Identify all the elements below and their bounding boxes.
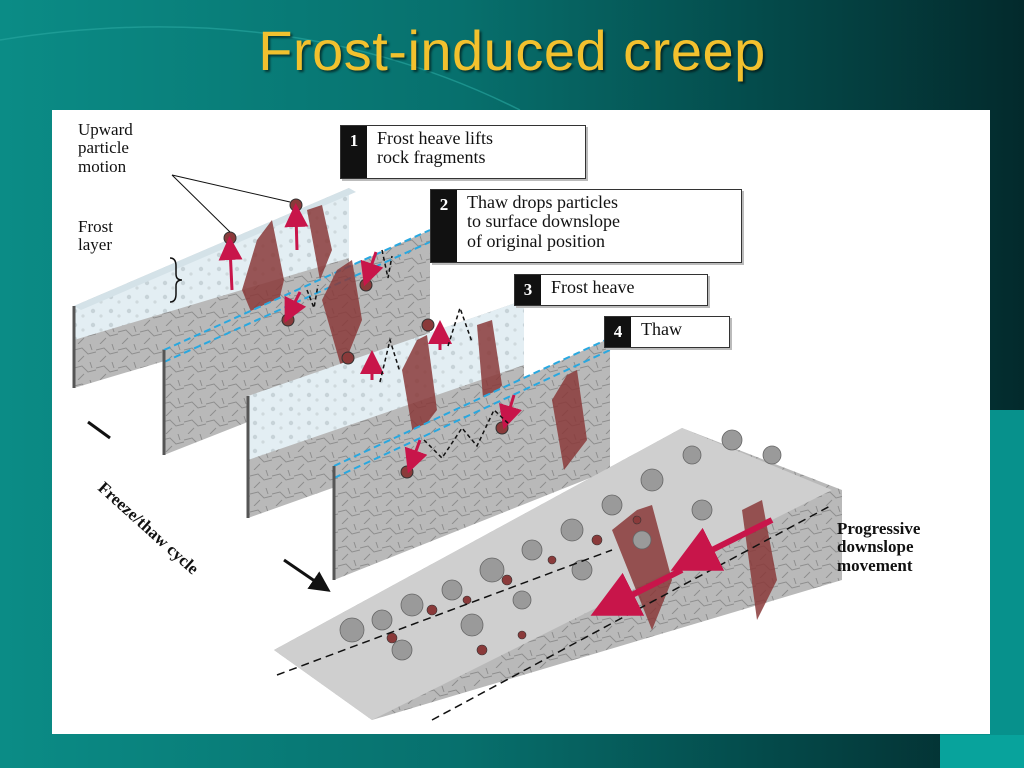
frost-layer-brace — [169, 257, 183, 303]
step-3-text: Frost heave — [551, 277, 635, 297]
step-2-number: 2 — [431, 190, 457, 262]
step-2-text: Thaw drops particles to surface downslop… — [467, 192, 620, 251]
cycle-arrow-head — [283, 558, 331, 592]
progressive-downslope-label: Progressive downslope movement — [837, 519, 921, 575]
frost-creep-diagram: Upward particle motion Frost layer Progr… — [52, 110, 990, 734]
decorative-band-lower — [940, 735, 1024, 768]
step-2-box: 2 Thaw drops particles to surface downsl… — [430, 189, 742, 263]
leader-line — [171, 174, 231, 233]
frost-layer-label: Frost layer — [78, 217, 113, 255]
step-3-box: 3 Frost heave — [514, 274, 708, 306]
leader-line — [171, 174, 291, 203]
hillslope-block — [274, 428, 842, 721]
panel-2 — [162, 229, 431, 455]
decorative-swoosh — [0, 26, 521, 111]
step-4-box: 4 Thaw — [604, 316, 730, 348]
upward-particle-motion-label: Upward particle motion — [78, 120, 133, 176]
step-3-number: 3 — [515, 275, 541, 305]
panel-4 — [332, 337, 611, 580]
step-1-box: 1 Frost heave lifts rock fragments — [340, 125, 586, 179]
step-1-number: 1 — [341, 126, 367, 178]
step-4-text: Thaw — [641, 319, 682, 339]
cycle-arrow-tail — [87, 420, 111, 440]
panel-1 — [72, 188, 356, 388]
slide-title: Frost-induced creep — [258, 19, 766, 82]
step-1-text: Frost heave lifts rock fragments — [377, 128, 493, 168]
step-4-number: 4 — [605, 317, 631, 347]
panel-3 — [246, 300, 524, 518]
diagram-illustration — [72, 174, 842, 721]
